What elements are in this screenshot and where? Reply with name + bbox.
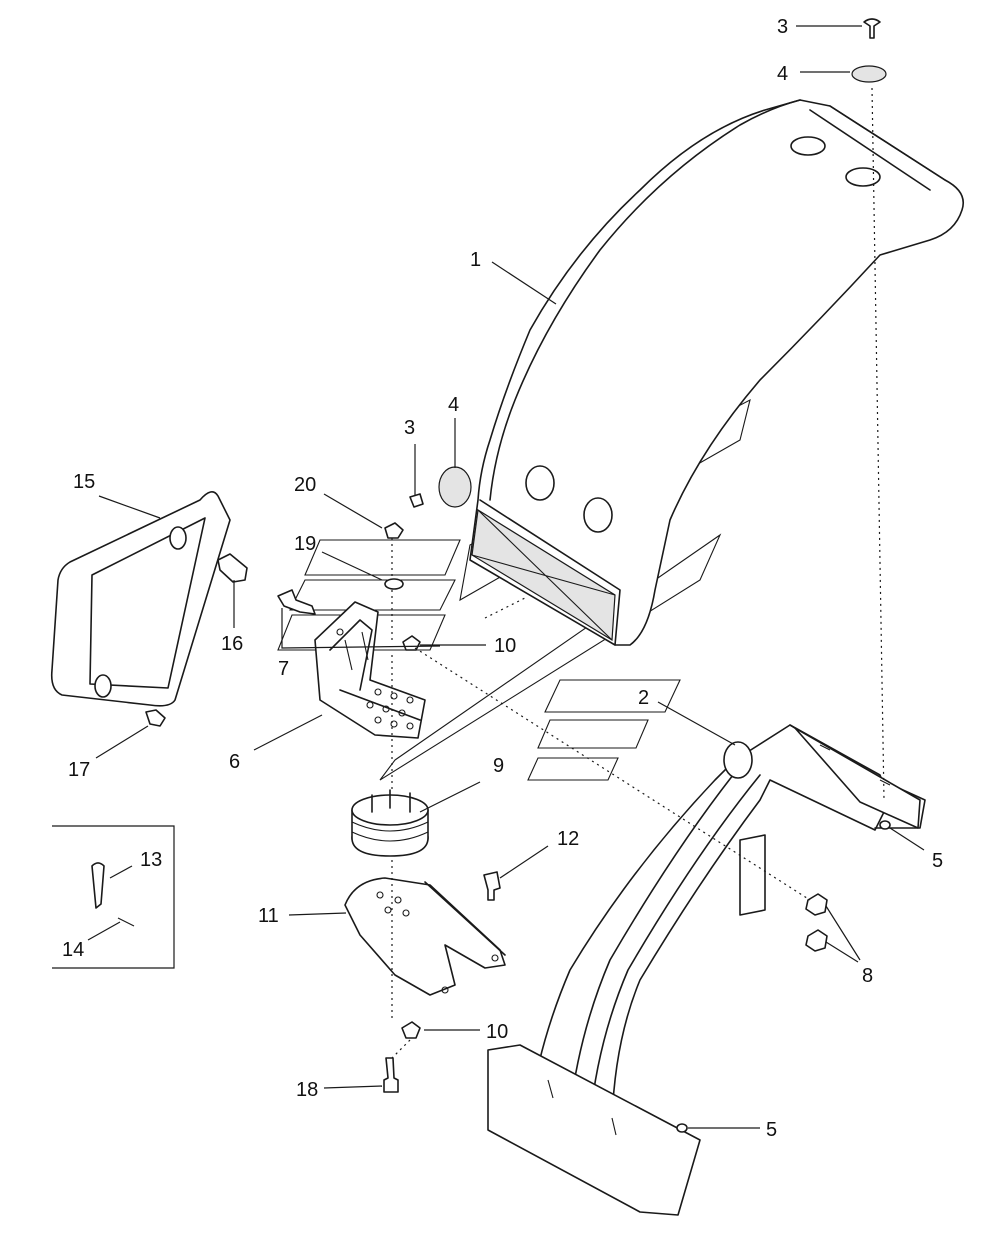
- callout-17: 17: [68, 759, 90, 781]
- callout-16: 16: [221, 633, 243, 655]
- callout-10-upper: 10: [494, 635, 516, 657]
- callout-3-middle: 3: [404, 417, 415, 439]
- callout-14: 14: [62, 939, 84, 961]
- callout-20: 20: [294, 474, 316, 496]
- callout-9: 9: [493, 755, 504, 777]
- bracket-part-6: [314, 601, 426, 739]
- callout-18: 18: [296, 1079, 318, 1101]
- callout-labels: 3 4 1 3 4 15 20 19 16 10 7 2 6 17 9 12 5…: [62, 16, 943, 1141]
- callout-11: 11: [258, 905, 279, 927]
- callout-5-upper: 5: [932, 850, 943, 872]
- plate-part-11: [344, 877, 506, 996]
- callout-4-middle: 4: [448, 394, 459, 416]
- callout-1: 1: [470, 249, 481, 271]
- callout-8: 8: [862, 965, 873, 987]
- callout-6: 6: [229, 751, 240, 773]
- fender-support-part-2: [487, 724, 926, 1216]
- bracket-holes: [336, 628, 414, 730]
- inset-frame: [52, 825, 175, 969]
- callout-2: 2: [638, 687, 649, 709]
- hardware: [91, 18, 891, 1133]
- leader-lines: [87, 25, 925, 1129]
- callout-12: 12: [557, 828, 579, 850]
- callout-5-lower: 5: [766, 1119, 777, 1141]
- callout-3-top: 3: [777, 16, 788, 38]
- callout-13: 13: [140, 849, 162, 871]
- callout-4-top: 4: [777, 63, 788, 85]
- callout-10-lower: 10: [486, 1021, 508, 1043]
- callout-15: 15: [73, 471, 95, 493]
- callout-7: 7: [278, 658, 289, 680]
- isolator-part-9: [351, 789, 429, 857]
- fender-part-1: [469, 99, 964, 646]
- side-shield-part-15: [50, 491, 231, 707]
- callout-19: 19: [294, 533, 316, 555]
- assembly-lines: [391, 87, 885, 1059]
